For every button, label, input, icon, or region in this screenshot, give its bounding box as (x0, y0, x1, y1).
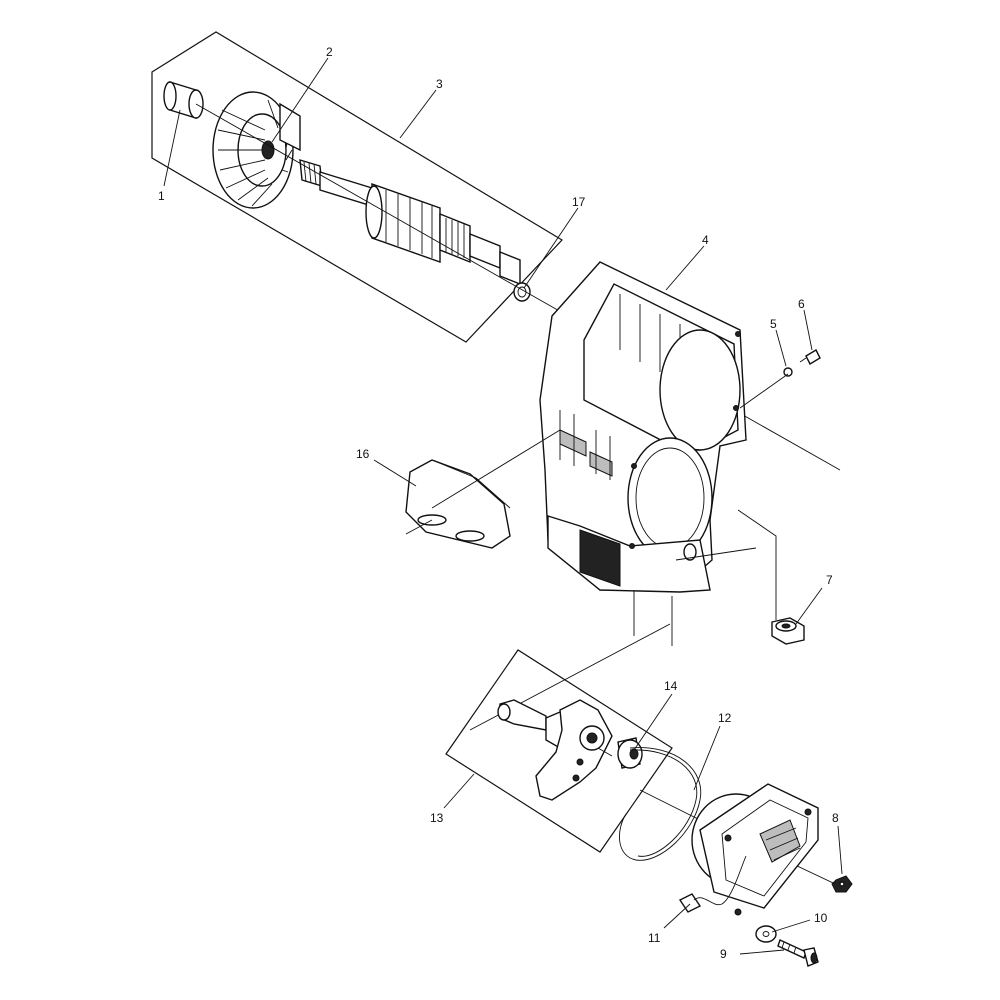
callout-8: 8 (832, 811, 839, 825)
callout-labels: 1 2 3 17 4 5 6 16 7 14 12 13 8 10 11 9 (158, 45, 839, 961)
callout-5: 5 (770, 317, 777, 331)
part-1-bushing (163, 81, 204, 119)
callout-13: 13 (430, 811, 444, 825)
callout-16: 16 (356, 447, 370, 461)
callout-1: 1 (158, 189, 165, 203)
callout-11: 11 (648, 931, 661, 945)
callout-12: 12 (718, 711, 732, 725)
part-16-cover-plate (405, 429, 561, 549)
part-7-grommet (737, 509, 805, 645)
callout-3: 3 (436, 77, 443, 91)
callout-7: 7 (826, 573, 833, 587)
axis-line-screw (739, 373, 789, 409)
part-4-housing (539, 261, 747, 593)
part-12-gasket (619, 747, 702, 861)
part-6-screw (799, 349, 821, 365)
part-9-bolt (777, 939, 819, 967)
callout-9: 9 (720, 947, 727, 961)
callout-2: 2 (326, 45, 333, 59)
part-5-washer (783, 367, 793, 377)
leader-lines (163, 57, 843, 955)
axis-line-lower (469, 547, 757, 731)
part-17-snap-ring (513, 282, 531, 302)
part-3-armature (299, 159, 521, 286)
part-8-nut (831, 875, 853, 893)
part-13-crank (497, 699, 613, 801)
callout-10: 10 (814, 911, 828, 925)
cam-group-box (445, 649, 673, 853)
part-10-washer (755, 925, 777, 943)
callout-14: 14 (664, 679, 678, 693)
callout-4: 4 (702, 233, 709, 247)
callout-6: 6 (798, 297, 805, 311)
end-cap-housing (691, 783, 819, 916)
callout-17: 17 (572, 195, 586, 209)
part-2-fan (212, 91, 301, 209)
